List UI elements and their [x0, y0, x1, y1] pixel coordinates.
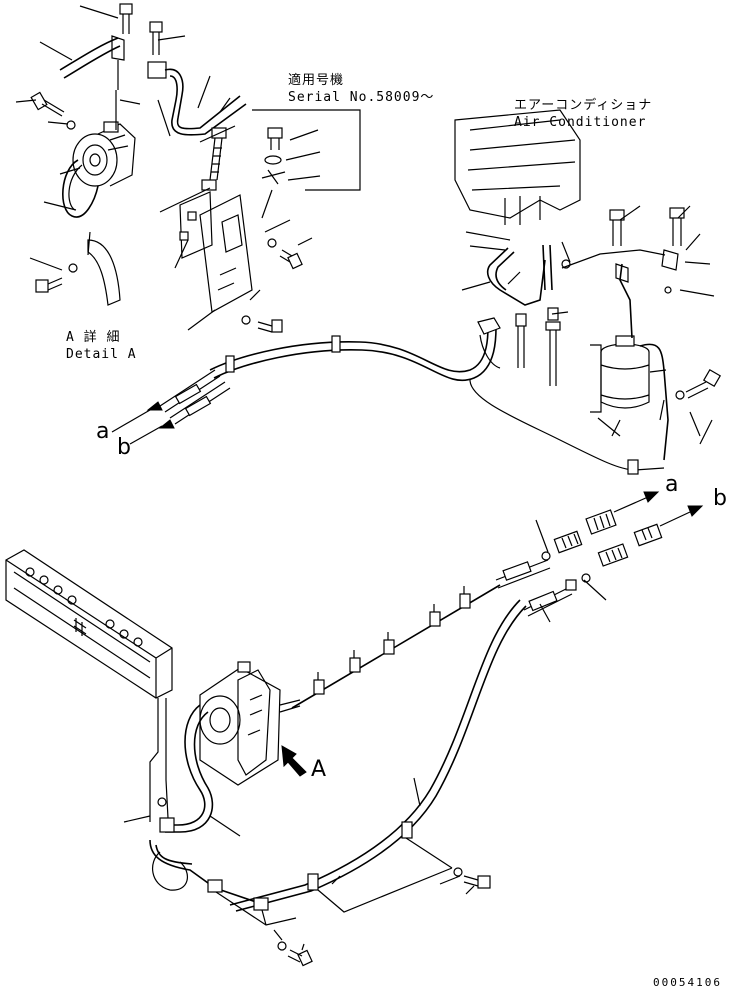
- washer-2: [68, 263, 78, 273]
- mark-b-top: b: [117, 435, 131, 460]
- fitting-tube: [147, 21, 247, 136]
- bolt-left-1: [30, 91, 65, 117]
- drawing-number: 00054106: [653, 976, 722, 989]
- receiver-hose: [619, 263, 633, 339]
- bolt-lower-left: [277, 941, 313, 967]
- belt: [62, 159, 99, 218]
- bolt-right-3: [675, 368, 722, 400]
- bolt-lower-right: [453, 867, 491, 889]
- compressor: [72, 121, 136, 187]
- coupler-group: [495, 491, 704, 617]
- bolt-left-2: [35, 277, 63, 293]
- fitting-vertical-1: [515, 313, 527, 368]
- aircon-label-en: Air Conditioner: [514, 115, 647, 130]
- coupler-b-2: [633, 523, 663, 547]
- clamp-lower-2: [307, 873, 319, 891]
- clamp-loop: [207, 879, 223, 893]
- mark-a-right: a: [665, 472, 679, 497]
- clamp-2: [225, 355, 235, 373]
- fitting-rod-2: [169, 381, 231, 425]
- arrow-b-top: [158, 419, 175, 429]
- mark-b-right: b: [713, 486, 727, 511]
- fitting-b: [528, 590, 558, 612]
- clamp-1: [331, 335, 341, 353]
- lower-hose-loop: [149, 839, 266, 906]
- coupler-a-1: [553, 530, 583, 554]
- aircon-hose-right: [542, 244, 553, 291]
- long-hose-lower: [229, 599, 521, 906]
- bolt-top: [119, 3, 133, 34]
- compressor-lower: [199, 661, 301, 786]
- air-conditioner-unit: [454, 109, 581, 225]
- fitting-a: [502, 561, 532, 581]
- washer-1: [66, 120, 76, 130]
- compressor-hose: [165, 704, 206, 826]
- bolt-right-1: [609, 209, 625, 246]
- serial-parts: [252, 109, 361, 219]
- hose-upper-left: [59, 37, 119, 71]
- arrow-a-top: [146, 401, 163, 411]
- clamp-lower-1: [401, 821, 413, 839]
- hose-fitting: [159, 817, 175, 833]
- fitting-vertical-2: [545, 307, 561, 386]
- compressor-detail-group: [15, 3, 361, 333]
- condenser: [5, 549, 173, 699]
- fitting-rod-1: [159, 369, 221, 413]
- collar: [201, 179, 217, 191]
- clamp-receiver: [627, 459, 639, 475]
- mark-a-top: a: [96, 419, 110, 444]
- clamp-series: [291, 584, 501, 709]
- bolt-plate-right-2: [241, 315, 283, 333]
- aircon-pipe: [486, 247, 546, 306]
- detail-a-label-jp: A 詳 細: [66, 330, 121, 345]
- arrow-a-right: [643, 491, 660, 503]
- bolt-plate-right-1: [267, 238, 303, 270]
- serial-number-label: Serial No.58009～: [288, 90, 435, 105]
- serial-applicable-label-jp: 適用号機: [288, 73, 345, 88]
- refrigerant-lines-upper: [111, 109, 722, 475]
- refrigerant-lines-lower: [5, 549, 551, 967]
- mounting-bracket: [179, 191, 253, 313]
- view-arrow-a: [281, 745, 307, 777]
- main-hose-upper: [209, 319, 489, 373]
- receiver-drier: [590, 335, 650, 437]
- clip-hose-end: [477, 317, 501, 335]
- view-a-label: A: [311, 757, 327, 782]
- aircon-label-jp: エアーコンディショナ: [514, 98, 653, 113]
- bolt-right-2: [669, 207, 685, 246]
- bracket-strap: [87, 239, 121, 306]
- clamp-loop-2: [253, 897, 269, 911]
- coupler-a-2: [585, 509, 617, 535]
- coupler-b-1: [597, 543, 629, 567]
- detail-a-label-en: Detail A: [66, 347, 137, 362]
- arrow-b-right: [687, 505, 704, 517]
